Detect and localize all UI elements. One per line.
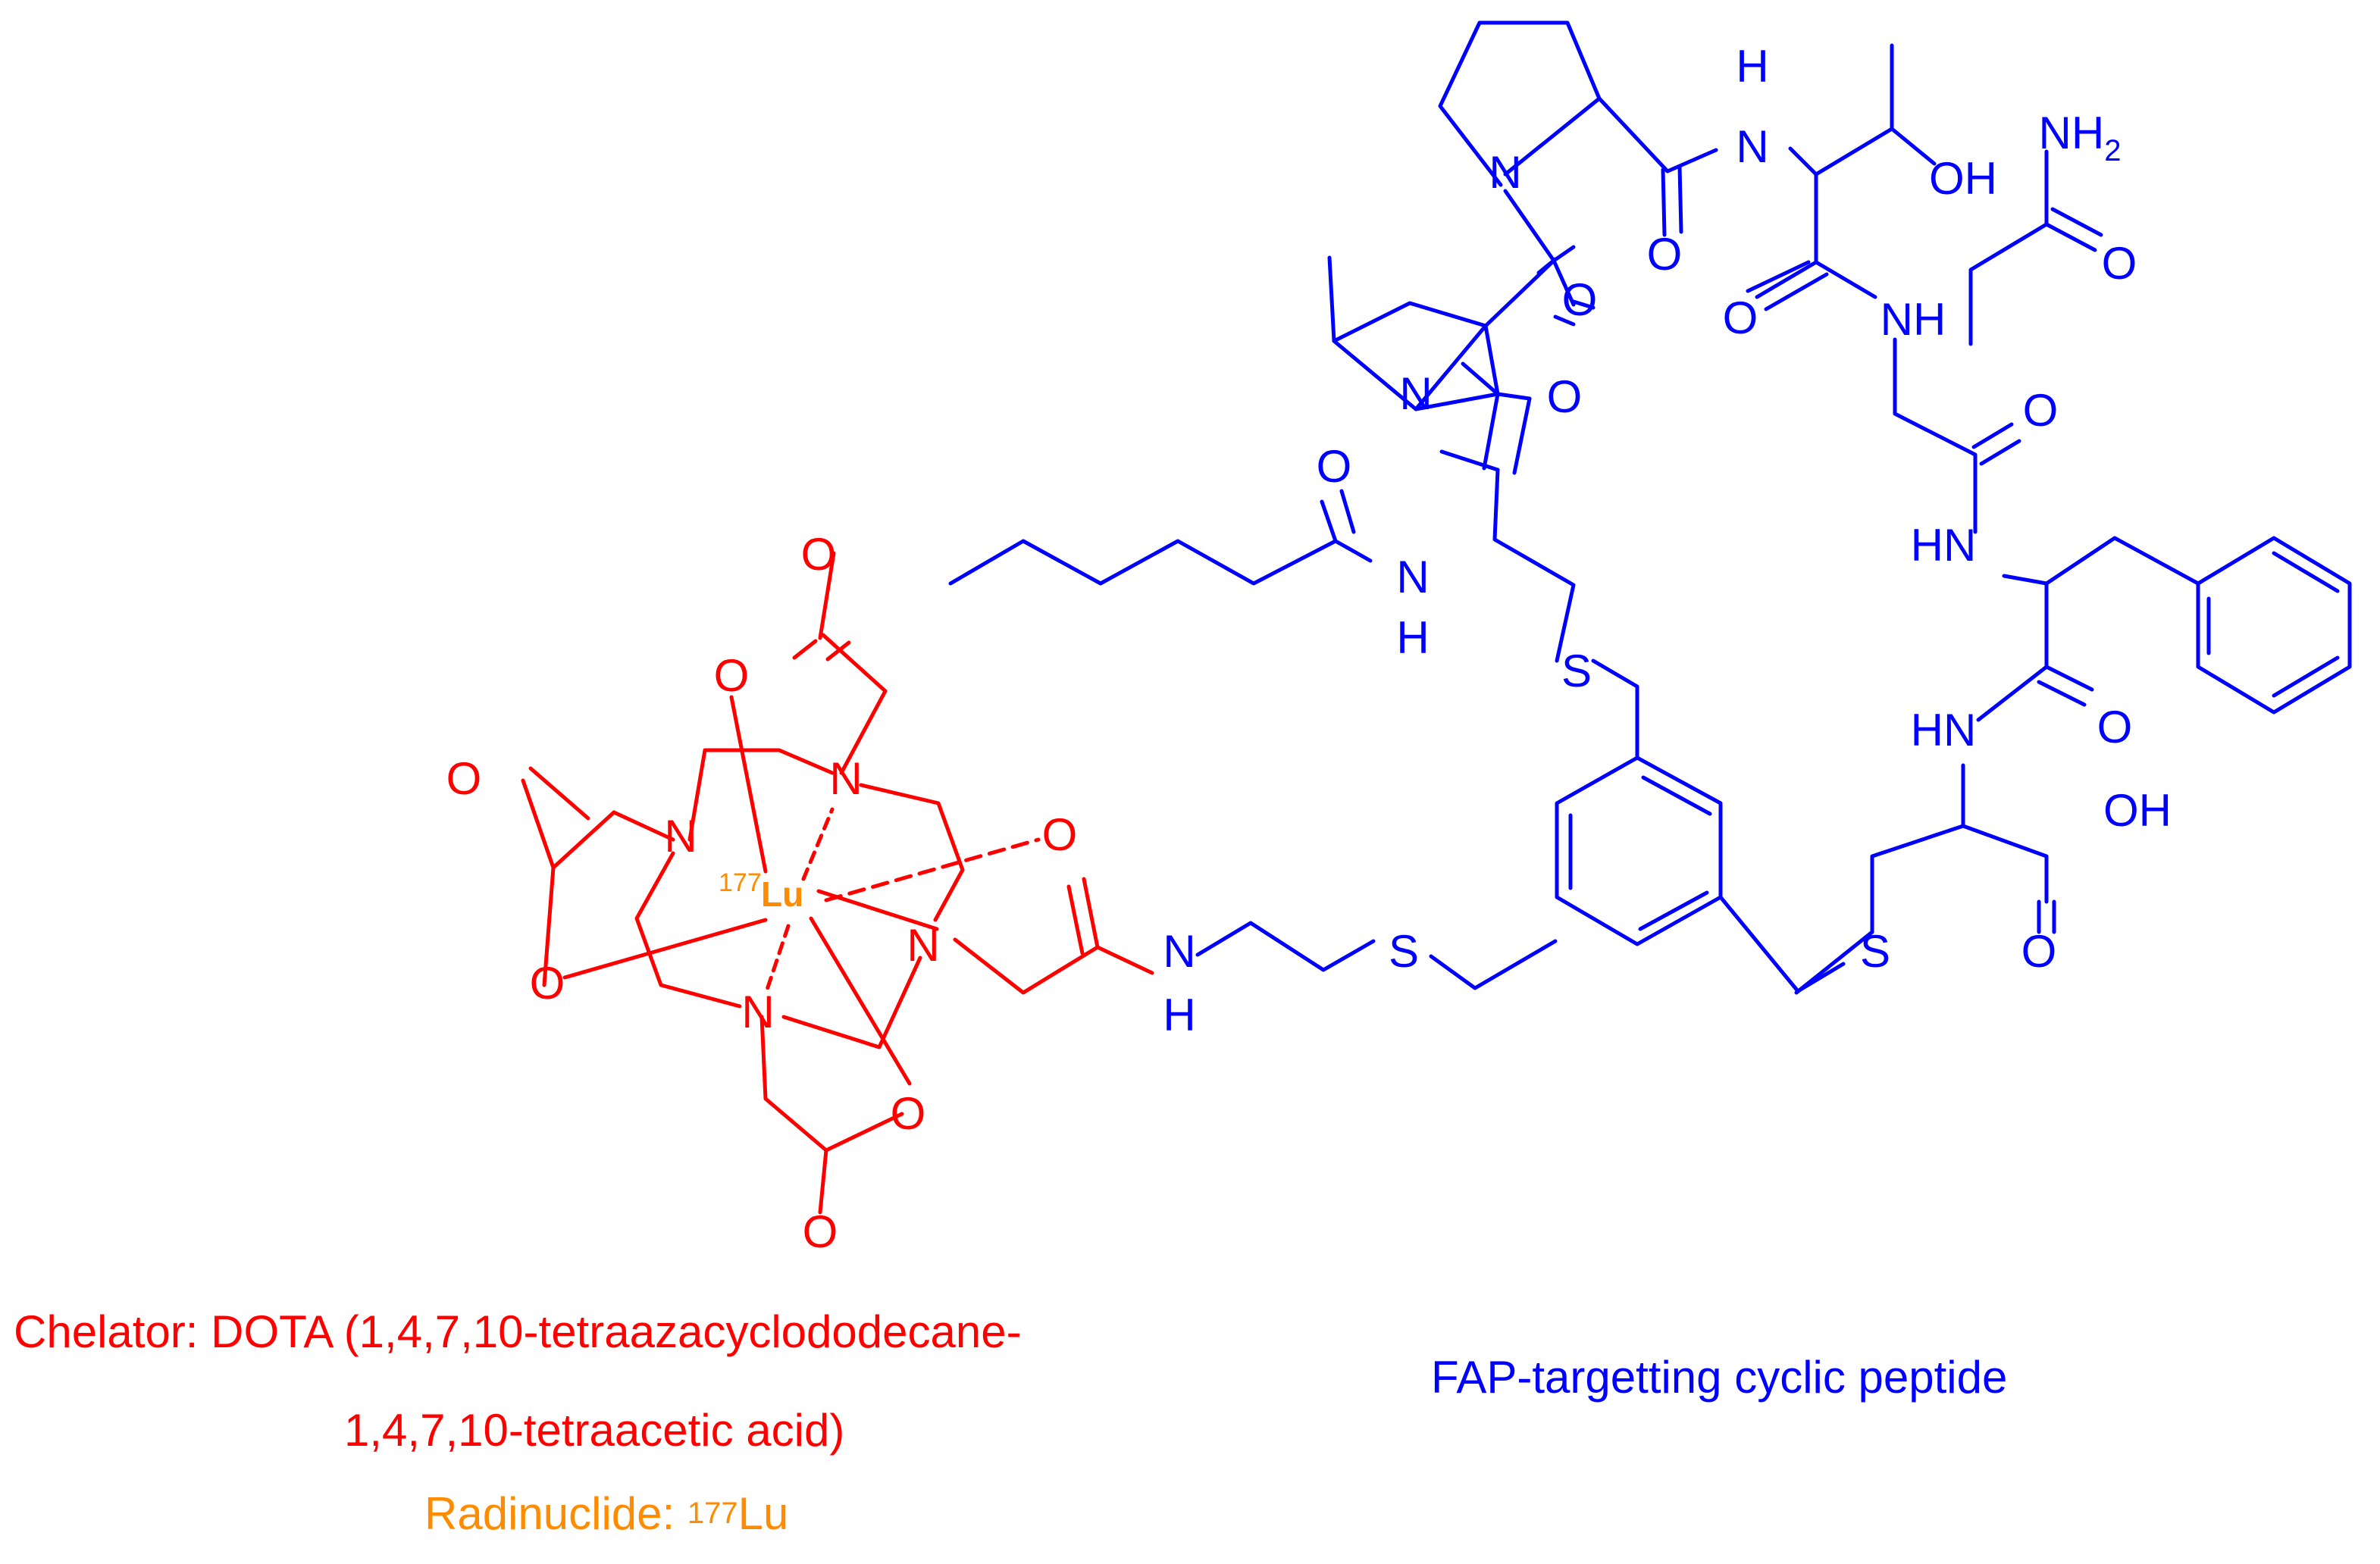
dota-oxygen-left-coord: O: [530, 958, 565, 1009]
gln-amide-nh: NH: [1881, 294, 1946, 345]
dota-oxygen-bottom: O: [803, 1206, 838, 1257]
thr-amide-hydrogen: H: [1736, 41, 1768, 92]
radionuclide-caption: Radinuclide: 177Lu: [424, 1491, 788, 1537]
peptide-atom-labels: N H S S S N H O N O O N O H N OH O NH NH…: [1163, 41, 2172, 1040]
cyclic-peptide: [948, 20, 2352, 995]
hexanoyl-carbonyl-oxygen: O: [1317, 441, 1352, 492]
radionuclide-label: Radinuclide:: [424, 1488, 687, 1539]
proline-2-carbonyl-oxygen: O: [1562, 274, 1598, 325]
radionuclide-mass-number: 177: [687, 1497, 738, 1530]
chelator-caption-line-1: Chelator: DOTA (1,4,7,10-tetraazacyclodo…: [14, 1306, 1022, 1357]
sulfur-cys-right: S: [1860, 926, 1890, 977]
lutetium-label: 177 Lu: [719, 868, 803, 914]
proline-1-nitrogen: N: [1489, 147, 1521, 198]
cys-c-term-amide-nh: HN: [1911, 705, 1977, 755]
linker-amide-hydrogen: H: [1163, 990, 1195, 1040]
lutetium-mass-number: 177: [719, 868, 762, 897]
sulfur-cys-left: S: [1561, 646, 1592, 696]
dota-nitrogen-bottom: N: [741, 987, 774, 1037]
phe-carbonyl-oxygen: O: [2097, 702, 2133, 752]
hexanoyl-amide-nitrogen: N: [1396, 552, 1429, 602]
chelator-caption-line-2: 1,4,7,10-tetraacetic acid): [344, 1405, 845, 1456]
dota-oxygen-top-coord: O: [714, 650, 750, 701]
gln-side-chain-oxygen: O: [2102, 238, 2137, 289]
dota-oxygen-left: O: [446, 753, 482, 804]
proline-2-nitrogen: N: [1399, 368, 1432, 419]
dota-nitrogen-top: N: [829, 753, 862, 804]
dota-nitrogen-left: N: [664, 811, 697, 862]
peptide-caption: FAP-targetting cyclic peptide: [1431, 1352, 2008, 1403]
sulfur-linker: S: [1389, 926, 1419, 977]
thr-amide-nitrogen: N: [1736, 121, 1768, 172]
carboxylic-acid-oxygen: O: [2021, 926, 2057, 977]
carboxylic-acid-oh: OH: [2103, 785, 2172, 836]
linker-amide-nitrogen: N: [1163, 926, 1195, 977]
lutetium-symbol: Lu: [761, 874, 803, 914]
proline-1-carbonyl-oxygen: O: [1647, 229, 1683, 280]
dota-atom-labels: O O N O N O N O N O O: [446, 529, 1078, 1257]
thr-hydroxyl: OH: [1929, 153, 1997, 204]
amine-nh: NH: [2039, 108, 2105, 158]
radionuclide-symbol: Lu: [737, 1488, 789, 1539]
gln-side-chain-amine: NH2: [2039, 108, 2122, 167]
amine-subscript: 2: [2104, 134, 2121, 167]
dota-oxygen-bottom-coord: O: [891, 1088, 926, 1139]
dota-oxygen-top: O: [801, 529, 837, 580]
gln-carbonyl-oxygen: O: [2023, 385, 2059, 436]
hexanoyl-amide-hydrogen: H: [1396, 612, 1429, 663]
thr-carbonyl-oxygen: O: [1723, 292, 1758, 343]
dota-oxygen-right-coord: O: [1042, 809, 1078, 860]
cys-carbonyl-oxygen: O: [1547, 371, 1583, 422]
dota-nitrogen-right: N: [907, 920, 939, 971]
dota-chelator: [521, 551, 1154, 1215]
phe-amide-nh: HN: [1911, 520, 1977, 571]
